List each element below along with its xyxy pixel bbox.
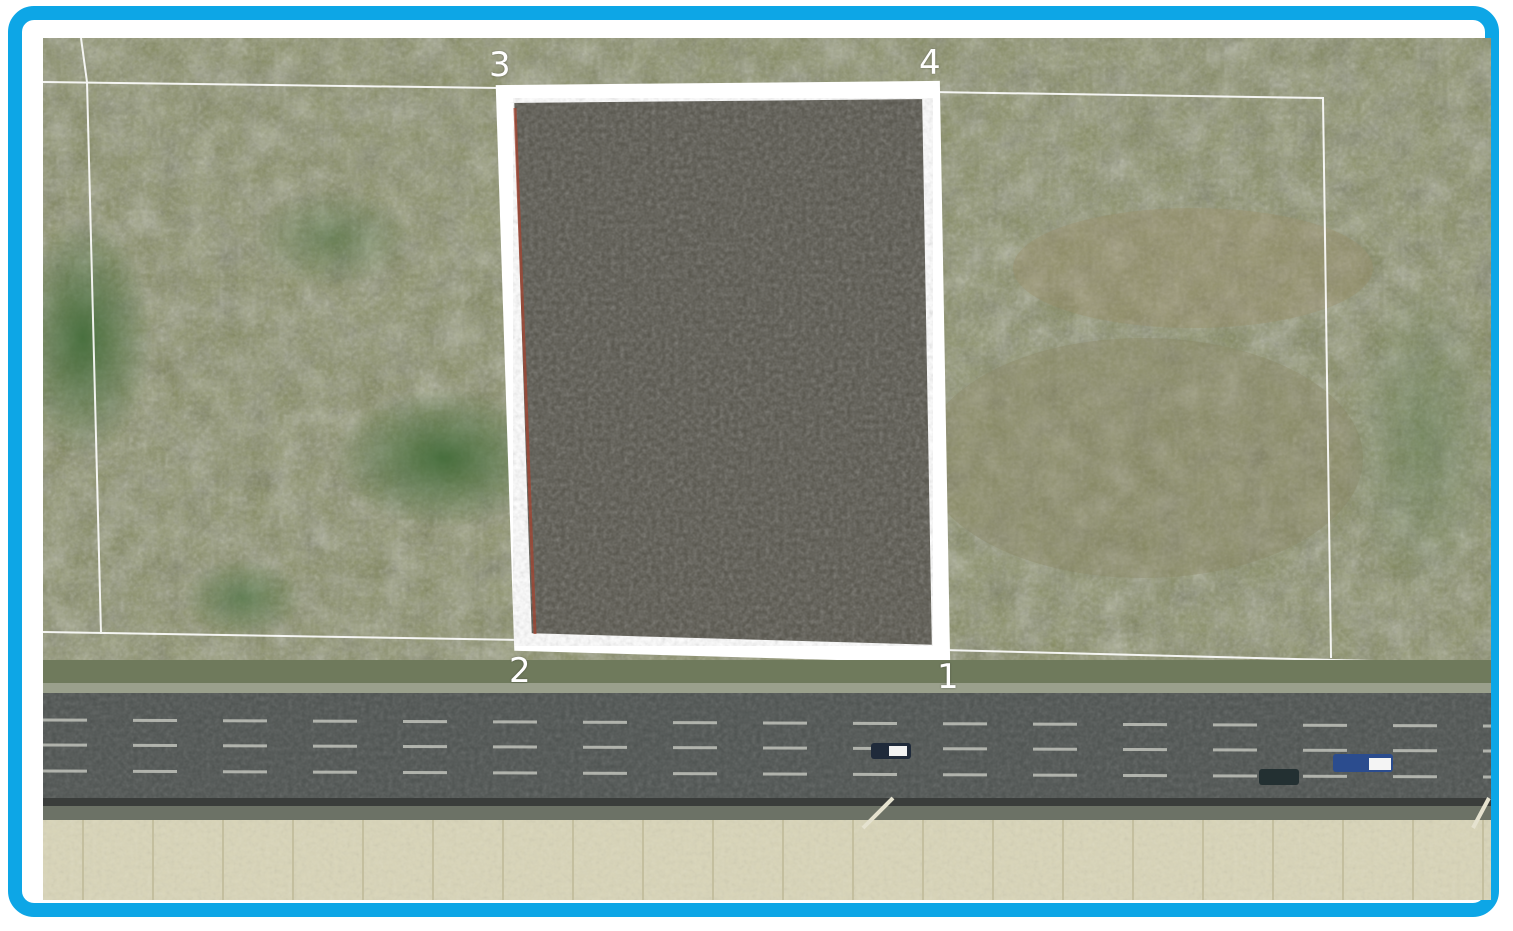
- corner-4-label: 4: [919, 43, 941, 83]
- highway: [43, 693, 1491, 820]
- corner-3-label: 3: [489, 45, 511, 85]
- map-canvas: [43, 38, 1491, 900]
- corner-1-label: 1: [937, 657, 959, 697]
- sidewalk: [43, 796, 1491, 900]
- satellite-map[interactable]: 3 4 2 1: [43, 38, 1491, 900]
- vegetation-patches: [43, 188, 1491, 638]
- corner-2-label: 2: [509, 651, 531, 691]
- vehicles: [871, 743, 1393, 785]
